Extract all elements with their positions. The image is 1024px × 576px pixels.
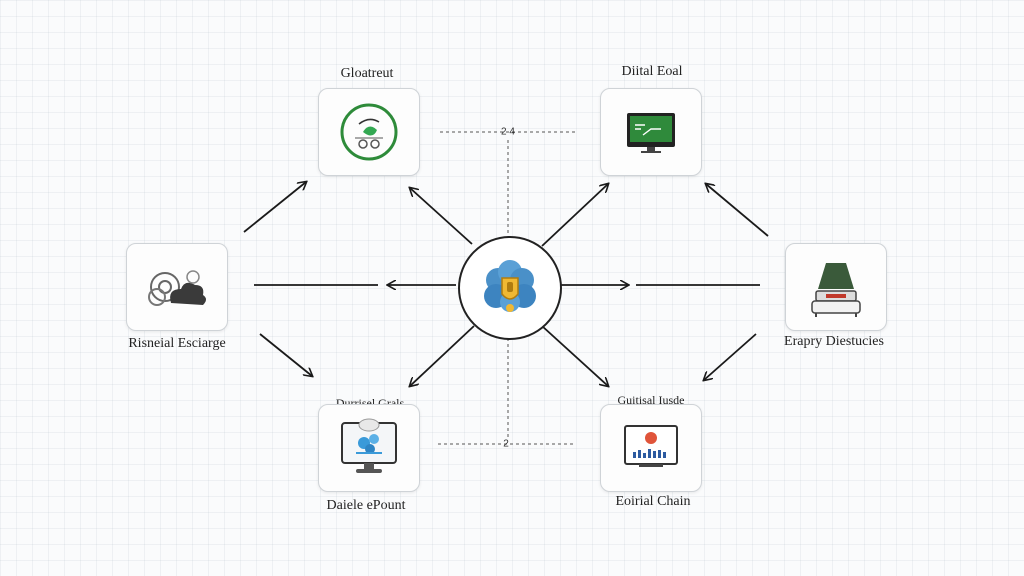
arrow-left-to-bottom-left — [259, 333, 312, 376]
arrow-hub-to-top-left — [410, 188, 473, 245]
presentation-chart-icon — [624, 425, 678, 467]
monitor-chart-icon — [627, 113, 675, 153]
node-top-left[interactable] — [318, 88, 420, 176]
cloud-gears-icon — [148, 270, 206, 306]
node-bottom-left-label: Daiele ePount — [326, 498, 406, 513]
node-top-left-label: Gloatreut — [340, 66, 394, 81]
top-connector-label: 2 4 — [501, 126, 515, 138]
node-bottom-right-label: Eoirial Chain — [615, 494, 691, 509]
arrow-hub-to-bottom-left — [410, 325, 475, 386]
arrow-hub-to-top-right — [541, 184, 608, 247]
node-mid-left-label: Risneial Esciarge — [128, 336, 226, 351]
arrow-right-to-top-right — [706, 184, 769, 237]
node-bottom-right[interactable] — [600, 404, 702, 492]
node-bottom-right-top-label: Guitisal Iusde — [617, 393, 685, 407]
lamp-device-icon — [811, 263, 861, 317]
node-mid-right-label: Erapry Diestucies — [784, 334, 884, 349]
monitor-network-icon — [341, 418, 397, 473]
node-mid-right[interactable] — [785, 243, 887, 331]
node-top-right-label: Diital Eoal — [621, 64, 683, 79]
arrow-left-to-top-left — [243, 182, 306, 233]
arrow-hub-to-bottom-right — [541, 325, 608, 386]
leaf-shield-icon — [340, 103, 398, 161]
node-top-right[interactable] — [600, 88, 702, 176]
arrow-right-to-bottom-right — [704, 333, 757, 380]
node-mid-left[interactable] — [126, 243, 228, 331]
bottom-connector-label: 2 — [503, 438, 509, 450]
cloud-shield-icon — [484, 260, 536, 312]
node-bottom-left[interactable] — [318, 404, 420, 492]
central-hub[interactable] — [458, 236, 562, 340]
